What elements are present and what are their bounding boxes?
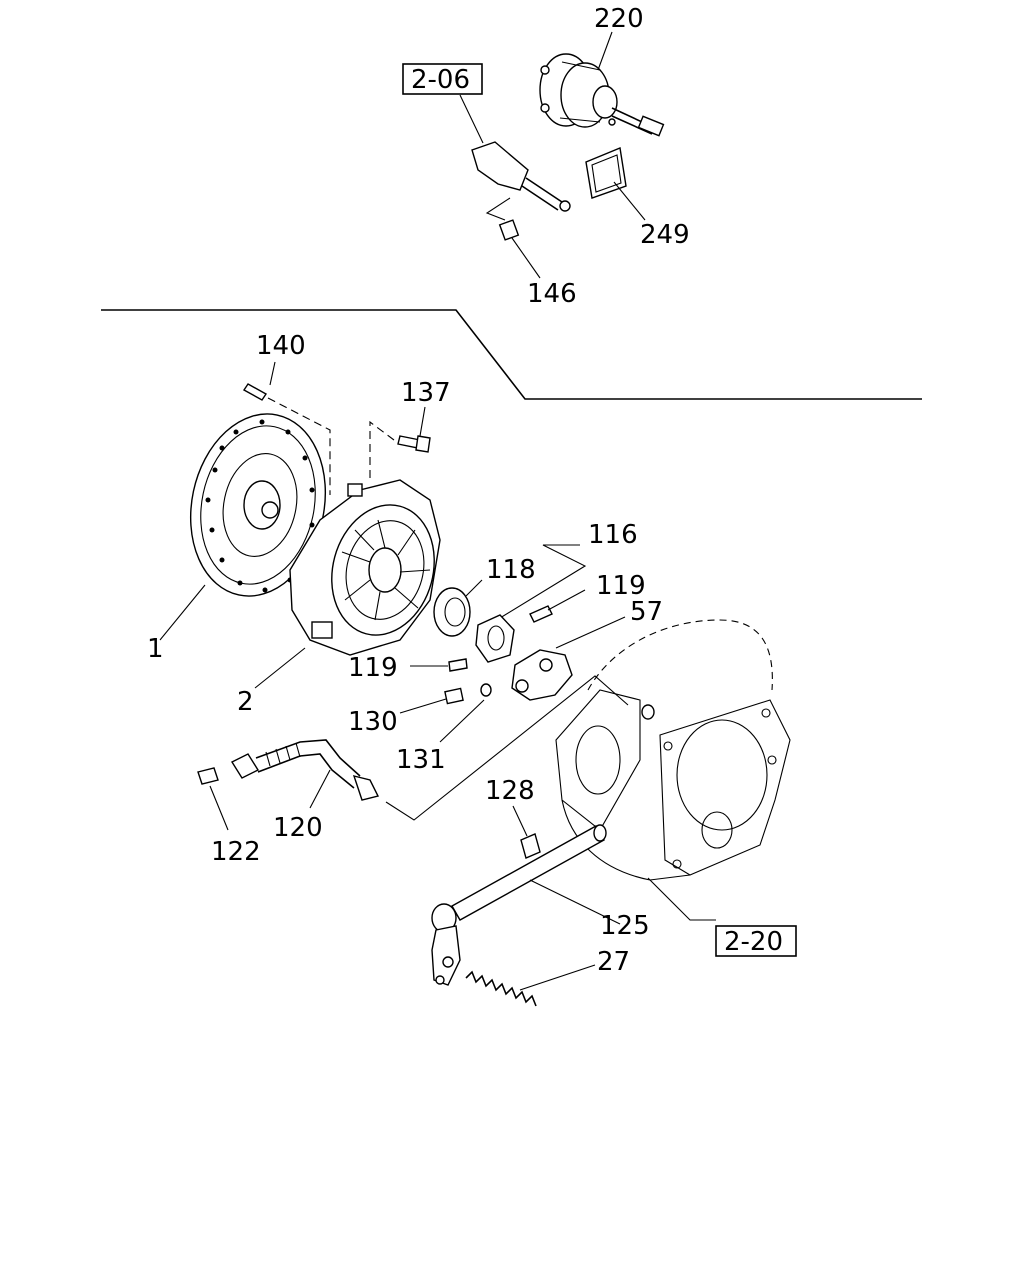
ref-label-2-06: 2-06 (411, 65, 470, 95)
label-137: 137 (401, 378, 451, 408)
label-2: 2 (237, 687, 254, 717)
label-130: 130 (348, 707, 398, 737)
leader-116 (499, 544, 587, 619)
dash-140 (267, 397, 331, 495)
leader-27 (519, 964, 596, 991)
leader-118 (465, 579, 483, 597)
leader-131 (439, 699, 485, 743)
bearing-118 (433, 587, 471, 637)
label-220: 220 (594, 4, 644, 34)
pin-119-upper (529, 605, 553, 623)
servo-unit-220 (539, 53, 665, 137)
label-116: 116 (588, 520, 638, 550)
leader-122 (209, 785, 229, 831)
dowel-pin-140 (242, 383, 268, 401)
leader-120 (309, 769, 331, 809)
leader-128 (512, 805, 528, 837)
label-118: 118 (486, 555, 536, 585)
label-122: 122 (211, 837, 261, 867)
bolt-137 (397, 435, 431, 453)
label-119-lower: 119 (348, 653, 398, 683)
leader-2 (254, 647, 306, 689)
leader-140 (269, 361, 276, 386)
ref-box-2-20 (715, 925, 797, 957)
leader-137 (419, 406, 426, 437)
leader-125 (529, 879, 621, 925)
leader-146-dash (485, 197, 511, 221)
leader-2-20 (647, 877, 716, 921)
leader-57 (555, 616, 626, 649)
section-divider (101, 309, 922, 400)
ref-label-2-20: 2-20 (724, 927, 783, 957)
leader-249 (613, 181, 646, 221)
spring-27 (465, 970, 537, 1007)
pressure-plate-2 (289, 479, 441, 656)
label-140: 140 (256, 331, 306, 361)
fitting-122 (197, 767, 219, 785)
label-249: 249 (640, 220, 690, 250)
label-1: 1 (147, 634, 164, 664)
label-131: 131 (396, 745, 446, 775)
dash-137 (369, 420, 395, 478)
key-128 (520, 833, 541, 859)
pin-119-lower (448, 658, 468, 672)
gasket-249 (585, 147, 627, 199)
master-cylinder (471, 141, 571, 212)
bell-housing (555, 619, 791, 881)
cross-shaft-125 (431, 824, 607, 986)
label-119-upper: 119 (596, 571, 646, 601)
label-128: 128 (485, 776, 535, 806)
hose-port (641, 704, 655, 720)
bolt-146 (498, 219, 520, 241)
label-125: 125 (600, 911, 650, 941)
release-hub (475, 614, 515, 663)
clutch-disc-1 (189, 413, 327, 597)
leader-1 (159, 584, 206, 641)
label-146: 146 (527, 279, 577, 309)
leader-220 (597, 31, 613, 71)
clutch-hose-120 (230, 739, 380, 801)
bolt-130 (444, 687, 464, 705)
washer-131 (480, 683, 492, 697)
ref-box-2-06 (402, 63, 483, 95)
leader-119-upper (547, 589, 586, 611)
label-120: 120 (273, 813, 323, 843)
label-27: 27 (597, 947, 630, 977)
release-fork-57 (511, 649, 573, 701)
leader-2-06 (459, 94, 484, 144)
leader-146 (511, 237, 541, 279)
leader-130 (399, 698, 447, 714)
hose-routing-line (385, 675, 629, 821)
label-57: 57 (630, 597, 663, 627)
